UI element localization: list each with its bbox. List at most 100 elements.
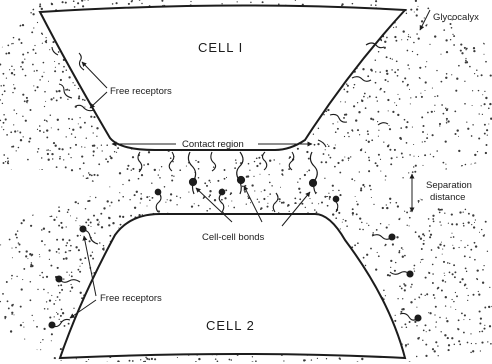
stipple-dot [299, 178, 301, 180]
stipple-dot [83, 175, 84, 176]
stipple-dot [5, 161, 6, 162]
stipple-dot [32, 9, 34, 11]
stipple-dot [333, 147, 335, 149]
stipple-dot [62, 312, 64, 314]
stipple-dot [465, 60, 467, 62]
stipple-dot [170, 193, 172, 195]
stipple-dot [221, 199, 223, 201]
stipple-dot [318, 203, 319, 204]
stipple-dot [68, 153, 69, 154]
stipple-dot [14, 74, 16, 76]
stipple-dot [25, 120, 27, 122]
stipple-dot [321, 161, 323, 163]
stipple-dot [362, 68, 364, 70]
stipple-dot [39, 3, 41, 5]
stipple-dot [68, 250, 69, 251]
stipple-dot [463, 319, 464, 320]
stipple-dot [0, 192, 1, 193]
stipple-dot [93, 174, 95, 176]
stipple-dot [365, 265, 366, 266]
stipple-dot [352, 212, 354, 214]
stipple-dot [46, 129, 48, 131]
stipple-dot [364, 186, 365, 187]
stipple-dot [312, 203, 313, 204]
stipple-dot [120, 224, 122, 226]
stipple-dot [16, 237, 18, 239]
stipple-dot [459, 173, 461, 175]
stipple-dot [439, 317, 440, 318]
stipple-dot [384, 198, 386, 200]
stipple-dot [332, 190, 333, 191]
stipple-dot [470, 171, 472, 173]
stipple-dot [316, 211, 318, 213]
stipple-dot [11, 304, 13, 306]
stipple-dot [404, 119, 406, 121]
stipple-dot [250, 204, 251, 205]
stipple-dot [479, 232, 480, 233]
stipple-dot [343, 89, 345, 91]
stipple-dot [389, 198, 391, 200]
stipple-dot [147, 163, 149, 165]
stipple-dot [161, 0, 163, 2]
stipple-dot [49, 188, 51, 190]
stipple-dot [54, 357, 56, 359]
stipple-dot [446, 120, 447, 121]
stipple-dot [440, 54, 441, 55]
stipple-dot [36, 326, 38, 328]
stipple-dot [224, 197, 226, 199]
stipple-dot [445, 305, 446, 306]
stipple-dot [131, 169, 132, 170]
stipple-dot [448, 344, 450, 346]
stipple-dot [60, 222, 62, 224]
stipple-dot [367, 97, 368, 98]
stipple-dot [464, 81, 465, 82]
stipple-dot [420, 184, 422, 186]
stipple-dot [480, 350, 481, 351]
stipple-dot [55, 300, 56, 301]
stipple-dot [389, 149, 391, 151]
stipple-dot [395, 40, 397, 42]
stipple-dot [98, 163, 100, 165]
stipple-dot [428, 218, 430, 220]
stipple-dot [84, 99, 86, 101]
stipple-dot [337, 128, 339, 130]
stipple-dot [433, 221, 435, 223]
stipple-dot [485, 61, 487, 63]
stipple-dot [65, 166, 67, 168]
stipple-dot [130, 215, 132, 217]
stipple-dot [308, 169, 310, 171]
stipple-dot [474, 73, 475, 74]
stipple-dot [468, 221, 470, 223]
stipple-dot [393, 204, 395, 206]
stipple-dot [110, 157, 112, 159]
stipple-dot [382, 207, 384, 209]
stipple-dot [368, 160, 370, 162]
stipple-dot [48, 249, 50, 251]
stipple-dot [469, 256, 471, 258]
stipple-dot [42, 277, 44, 279]
stipple-dot [51, 204, 52, 205]
stipple-dot [81, 0, 83, 2]
stipple-dot [269, 182, 271, 184]
stipple-dot [52, 158, 53, 159]
stipple-dot [469, 168, 470, 169]
stipple-dot [280, 187, 281, 188]
stipple-dot [49, 204, 50, 205]
stipple-dot [39, 254, 40, 255]
stipple-dot [208, 196, 210, 198]
stipple-dot [380, 171, 381, 172]
stipple-dot [445, 168, 447, 170]
stipple-dot [70, 245, 72, 247]
stipple-dot [357, 203, 359, 205]
stipple-dot [483, 328, 485, 330]
stipple-dot [11, 248, 12, 249]
stipple-dot [73, 308, 74, 309]
stipple-dot [335, 217, 337, 219]
stipple-dot [377, 252, 378, 253]
stipple-dot [50, 150, 51, 151]
stipple-dot [399, 250, 401, 252]
stipple-dot [234, 167, 236, 169]
stipple-dot [455, 90, 457, 92]
